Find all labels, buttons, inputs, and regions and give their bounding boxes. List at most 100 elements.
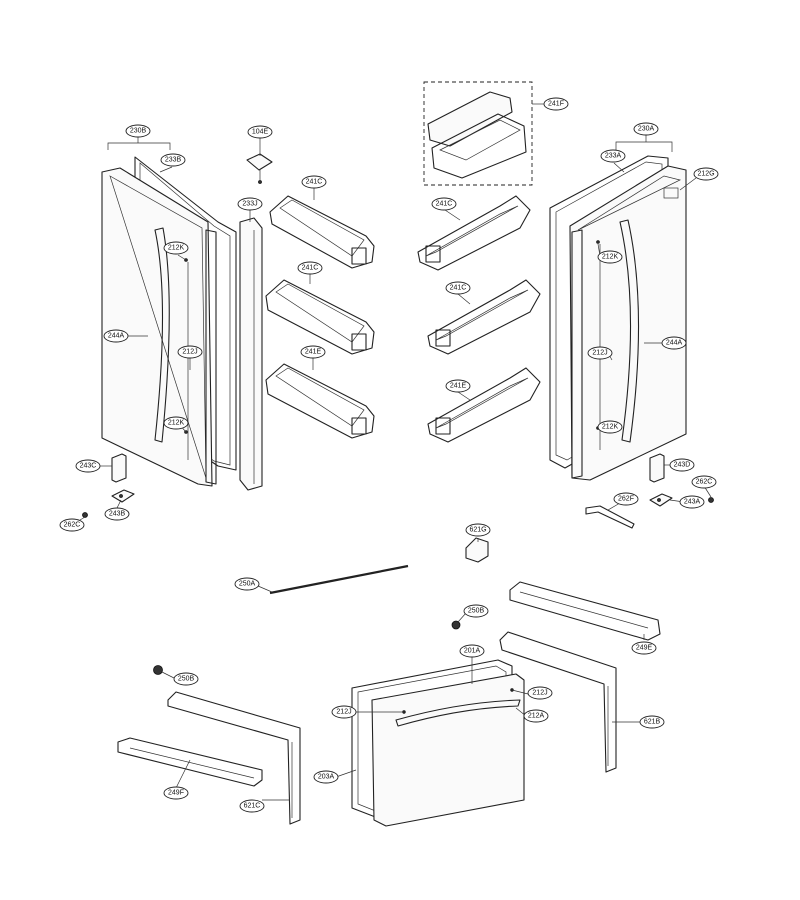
svg-text:212K: 212K [602, 254, 619, 261]
wrench-262f [585, 505, 635, 529]
svg-text:230A: 230A [638, 126, 655, 133]
callout-104e: 104E [247, 125, 273, 139]
svg-text:262C: 262C [696, 479, 713, 486]
svg-text:621G: 621G [469, 527, 486, 534]
callout-212k-left-top: 212K [163, 241, 189, 255]
svg-text:250B: 250B [178, 676, 195, 683]
right-door-bin-3 [427, 367, 541, 443]
callout-212j-drawer-right: 212J [527, 686, 553, 700]
callout-243a: 243A [679, 495, 705, 509]
callout-262f: 262F [613, 492, 639, 506]
callout-621g: 621G [465, 523, 491, 537]
svg-text:241C: 241C [450, 285, 467, 292]
callout-250a: 250A [234, 577, 260, 591]
svg-text:621C: 621C [244, 803, 261, 810]
svg-text:243A: 243A [684, 499, 701, 506]
left-door-bin-2 [265, 279, 375, 355]
freezer-drawer-door [351, 659, 525, 827]
right-door-bin-1 [417, 195, 531, 271]
callout-241f: 241F [543, 97, 569, 111]
svg-text:262F: 262F [618, 496, 634, 503]
callout-243c: 243C [75, 459, 101, 473]
svg-text:212K: 212K [168, 245, 185, 252]
callout-621b: 621B [639, 715, 665, 729]
svg-text:233A: 233A [605, 153, 622, 160]
svg-text:241E: 241E [305, 349, 322, 356]
svg-text:243C: 243C [80, 463, 97, 470]
svg-text:243D: 243D [674, 462, 691, 469]
top-cap-104e [246, 153, 273, 184]
hinge-243a [649, 493, 673, 507]
svg-text:233J: 233J [242, 201, 257, 208]
door-strip-233j [239, 217, 263, 491]
callout-212j-right: 212J [587, 346, 613, 360]
callout-250b-upper: 250B [463, 604, 489, 618]
hinge-243c [111, 453, 127, 483]
bin-241f-detail [423, 81, 533, 186]
svg-text:249F: 249F [168, 790, 184, 797]
callout-212a: 212A [523, 709, 549, 723]
roller-250b-1 [451, 620, 461, 630]
hinge-243d [649, 453, 665, 483]
washer-262c-left [82, 512, 88, 518]
callout-230b: 230B [125, 124, 151, 138]
rail-249f [117, 737, 263, 787]
callout-212k-left-bottom: 212K [163, 416, 189, 430]
svg-text:250B: 250B [468, 608, 485, 615]
svg-text:104E: 104E [252, 129, 269, 136]
callout-230a: 230A [633, 122, 659, 136]
callout-244a-left: 244A [103, 329, 129, 343]
callout-262c-left: 262C [59, 518, 85, 532]
callout-243b: 243B [104, 507, 130, 521]
callout-249f: 249F [163, 786, 189, 800]
svg-text:241F: 241F [548, 101, 564, 108]
callout-233j: 233J [237, 197, 263, 211]
svg-text:201A: 201A [464, 648, 481, 655]
callout-243d: 243D [669, 458, 695, 472]
callout-250b-lower: 250B [173, 672, 199, 686]
svg-text:212K: 212K [168, 420, 185, 427]
roller-250b-2 [153, 665, 163, 675]
svg-text:212K: 212K [602, 424, 619, 431]
bracket-621g [465, 537, 489, 563]
svg-text:250A: 250A [239, 581, 256, 588]
svg-text:212J: 212J [532, 690, 547, 697]
washer-262c-right [708, 497, 714, 503]
svg-text:243B: 243B [109, 511, 126, 518]
callout-244a-right: 244A [661, 336, 687, 350]
callout-241e-right: 241E [445, 379, 471, 393]
right-door-bin-2 [427, 279, 541, 355]
svg-text:241C: 241C [306, 179, 323, 186]
svg-text:244A: 244A [108, 333, 125, 340]
svg-text:212G: 212G [697, 171, 714, 178]
left-door-bin-1 [269, 195, 375, 269]
callout-241c-right-1: 241C [431, 197, 457, 211]
callout-212j-drawer-left: 212J [331, 705, 357, 719]
svg-text:212J: 212J [336, 709, 351, 716]
callouts: 230B 233B 104E 233J 212K 244A 212J 212K … [59, 97, 719, 813]
svg-text:241C: 241C [436, 201, 453, 208]
svg-text:241C: 241C [302, 265, 319, 272]
callout-241c-left-1: 241C [301, 175, 327, 189]
callout-241c-left-2: 241C [297, 261, 323, 275]
svg-text:212J: 212J [592, 350, 607, 357]
svg-text:262C: 262C [64, 522, 81, 529]
callout-621c: 621C [239, 799, 265, 813]
callout-233a: 233A [600, 149, 626, 163]
callout-212g: 212G [693, 167, 719, 181]
svg-text:621B: 621B [644, 719, 661, 726]
right-door-assembly [549, 155, 687, 481]
callout-241c-right-2: 241C [445, 281, 471, 295]
callout-212k-right-top: 212K [597, 250, 623, 264]
callout-203a: 203A [313, 770, 339, 784]
bracket-621c [167, 691, 301, 825]
svg-text:233B: 233B [165, 157, 182, 164]
rail-249e [509, 581, 661, 641]
callout-249e: 249E [631, 641, 657, 655]
callout-233b: 233B [160, 153, 186, 167]
callout-262c-right: 262C [691, 475, 717, 489]
svg-text:249E: 249E [636, 645, 653, 652]
callout-201a: 201A [459, 644, 485, 658]
svg-text:212J: 212J [182, 349, 197, 356]
